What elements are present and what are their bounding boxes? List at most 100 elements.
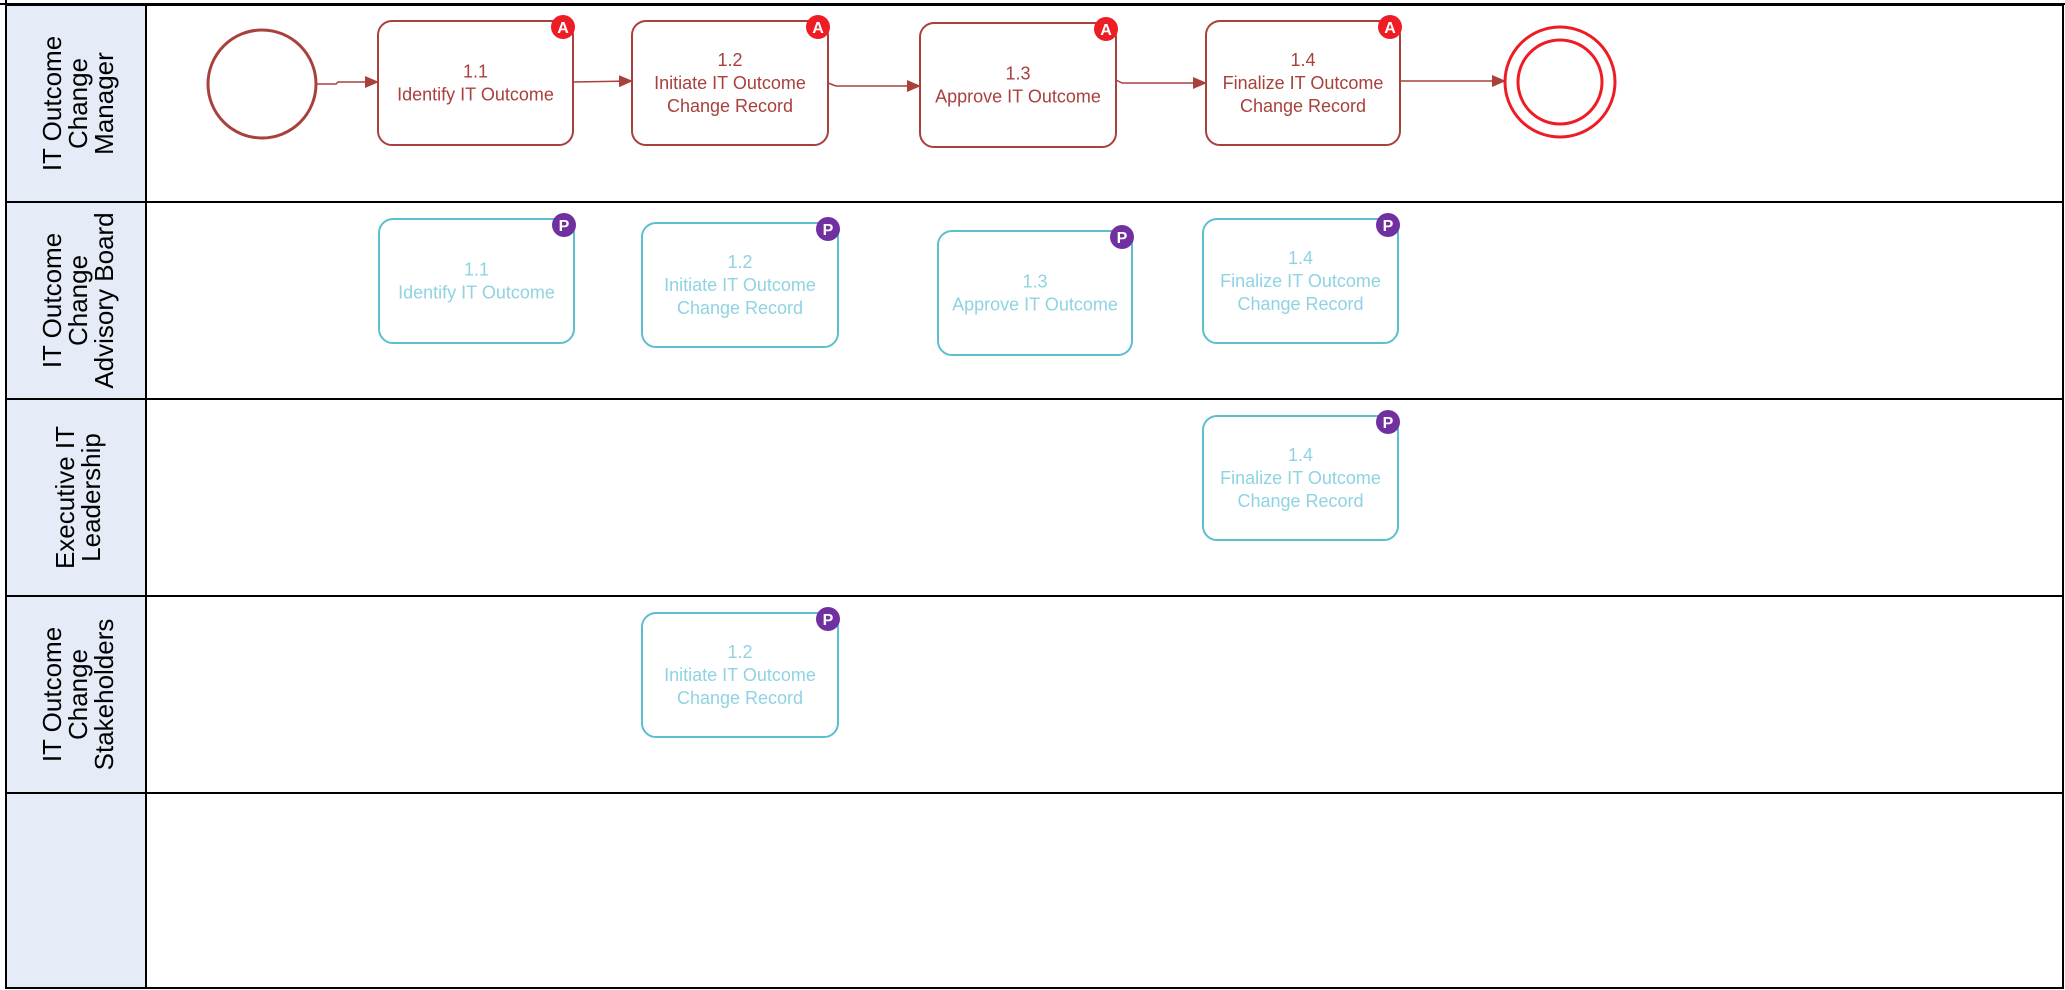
task-label-line: 1.3	[1022, 272, 1047, 292]
sequence-flow-start-to-m1	[316, 76, 379, 88]
badge-circle	[1378, 15, 1402, 39]
task-label-line: Finalize IT Outcome	[1220, 271, 1381, 291]
sequence-flow-m1-to-m2	[572, 75, 633, 88]
lane-label-line: Change	[63, 649, 93, 740]
accountable-badge: A	[1094, 17, 1118, 41]
task-label-line: Change Record	[677, 688, 803, 708]
lane-label-line: Executive IT	[50, 426, 80, 569]
lane-label-line: Change	[63, 255, 93, 346]
task-box[interactable]	[377, 20, 574, 146]
task-label-line: 1.4	[1288, 445, 1313, 465]
task-label-line: Change Record	[1237, 491, 1363, 511]
badge-circle	[816, 217, 840, 241]
lane-label-line: Leadership	[76, 433, 106, 562]
badge-letter: A	[812, 20, 824, 37]
badge-letter: P	[823, 222, 834, 239]
badge-letter: P	[1117, 230, 1128, 247]
task-label-line: Change Record	[1240, 96, 1366, 116]
lane-advisory: IT OutcomeChangeAdvisory Board	[6, 201, 2063, 399]
participant-badge: P	[552, 213, 576, 237]
task-box[interactable]	[919, 22, 1117, 148]
accountable-badge: A	[806, 15, 830, 39]
end-event-outer-ring[interactable]	[1503, 25, 1617, 139]
task-label-line: Initiate IT Outcome	[664, 665, 816, 685]
participant-badge: P	[1376, 213, 1400, 237]
lane-stakeholders: IT OutcomeChangeStakeholders	[6, 595, 2063, 793]
sequence-flow-m2-to-m3	[827, 80, 921, 92]
task-box[interactable]	[1202, 415, 1399, 541]
task-label-line: 1.2	[727, 642, 752, 662]
badge-circle	[806, 15, 830, 39]
badge-letter: P	[823, 612, 834, 629]
badge-letter: P	[1383, 218, 1394, 235]
badge-letter: A	[1100, 22, 1112, 39]
badge-circle	[551, 15, 575, 39]
accountable-badge: A	[551, 15, 575, 39]
lane-header-stakeholders	[7, 597, 146, 792]
start-event-circle[interactable]	[206, 28, 318, 140]
task-label-line: 1.2	[717, 50, 742, 70]
badge-letter: P	[559, 218, 570, 235]
task-box[interactable]	[641, 612, 839, 738]
task-label-line: 1.1	[463, 62, 488, 82]
task-box[interactable]	[378, 218, 575, 344]
badge-circle	[1094, 17, 1118, 41]
lane-label-line: Stakeholders	[89, 619, 119, 771]
task-label-line: Identify IT Outcome	[397, 85, 554, 105]
task-label-line: Change Record	[677, 298, 803, 318]
lane-label-stakeholders: IT OutcomeChangeStakeholders	[37, 619, 119, 771]
lane-exec: Executive ITLeadership	[6, 398, 2063, 596]
sequence-flow-m3-to-m4	[1115, 77, 1207, 89]
badge-letter: A	[1384, 20, 1396, 37]
badge-letter: P	[1383, 415, 1394, 432]
badge-circle	[1110, 225, 1134, 249]
lane-label-line: Advisory Board	[89, 212, 119, 388]
task-box[interactable]	[1205, 20, 1401, 146]
lane-label-advisory: IT OutcomeChangeAdvisory Board	[37, 212, 119, 388]
badge-circle	[552, 213, 576, 237]
accountable-badge: A	[1378, 15, 1402, 39]
badge-letter: A	[557, 20, 569, 37]
lane-label-line: IT Outcome	[37, 627, 67, 762]
participant-badge: P	[816, 607, 840, 631]
task-label-line: Initiate IT Outcome	[664, 275, 816, 295]
task-label-line: 1.2	[727, 252, 752, 272]
task-label-line: Approve IT Outcome	[935, 87, 1101, 107]
badge-circle	[1376, 410, 1400, 434]
task-box[interactable]	[937, 230, 1133, 356]
lane-header-manager	[7, 6, 146, 201]
task-box[interactable]	[631, 20, 829, 146]
task-label-line: Change Record	[667, 96, 793, 116]
lane-label-line: Change	[63, 58, 93, 149]
lane-manager: IT OutcomeChangeManager	[7, 5, 147, 202]
lane-header-advisory	[7, 203, 146, 398]
lane-label-line: Manager	[89, 52, 119, 155]
task-label-line: 1.1	[464, 260, 489, 280]
task-label-line: 1.4	[1288, 248, 1313, 268]
task-label-line: Identify IT Outcome	[398, 283, 555, 303]
task-box[interactable]	[1202, 218, 1399, 344]
participant-badge: P	[816, 217, 840, 241]
end-event[interactable]	[1503, 25, 1617, 139]
start-event[interactable]	[206, 28, 318, 140]
lane-label-line: IT Outcome	[37, 233, 67, 368]
task-box[interactable]	[641, 222, 839, 348]
